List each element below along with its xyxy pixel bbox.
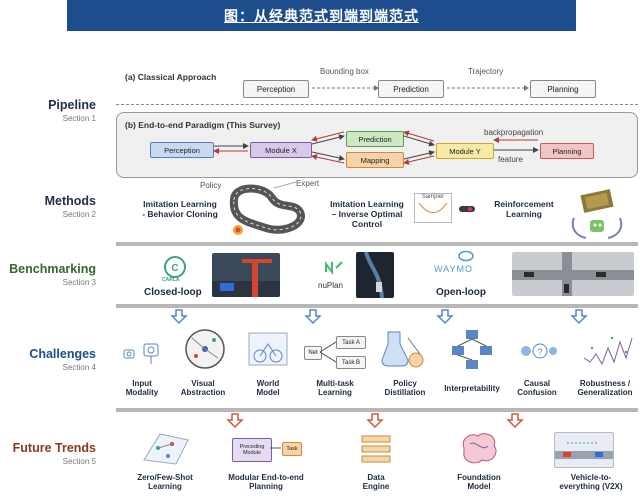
preceding-module-box: Preceding Module <box>232 438 272 462</box>
v2x-scene-thumbnail <box>554 432 614 468</box>
task-a-box: Task A <box>336 336 366 349</box>
divider-challenges-future <box>116 408 638 412</box>
e2e-perception-box: Perception <box>150 142 214 158</box>
causal-confusion-icon: ? <box>518 340 558 362</box>
world-model-icon <box>248 332 288 366</box>
e2e-planning-box: Planning <box>540 143 594 159</box>
future-data-engine: Data Engine <box>362 473 390 492</box>
red-down-arrows <box>226 413 524 429</box>
waymo-scene-thumbnail <box>512 252 634 296</box>
sampler-label: Sampler <box>421 194 445 200</box>
banner-title: 图：从经典范式到端到端范式 <box>67 0 576 31</box>
modular-planning-diagram: Preceding Module Task <box>232 436 302 462</box>
open-loop-label: Open-loop <box>436 287 486 298</box>
section-methods-sub: Section 2 <box>62 210 96 219</box>
svg-text:C: C <box>171 263 178 274</box>
section-future-title: Future Trends <box>12 441 96 455</box>
policy-label: Policy <box>200 181 222 190</box>
pipeline-dashed-separator <box>116 104 638 105</box>
carla-scene-thumbnail <box>212 253 280 297</box>
multi-task-diagram: Net Task A Task B <box>304 336 366 370</box>
carla-logo-text: CARLA <box>162 277 180 283</box>
input-modality-icon <box>122 340 166 368</box>
section-benchmarking-sub: Section 3 <box>62 278 96 287</box>
policy-distillation-icon <box>380 330 426 370</box>
future-zero-few-shot: Zero/Few-Shot Learning <box>137 473 193 492</box>
classical-planning-box: Planning <box>530 80 596 98</box>
carla-logo-icon: C <box>164 256 186 278</box>
divider-bench-challenges <box>116 304 638 308</box>
challenge-input-modality: Input Modality <box>125 379 159 398</box>
robustness-icon <box>582 328 634 370</box>
method-reinforcement: Reinforcement Learning <box>494 199 554 219</box>
closed-loop-label: Closed-loop <box>144 287 202 298</box>
nuplan-label: nuPlan <box>318 281 343 290</box>
section-challenges-sub: Section 4 <box>62 363 96 372</box>
challenge-visual-abstraction: Visual Abstraction <box>180 379 226 398</box>
nuplan-logo-icon <box>322 258 346 276</box>
e2e-prediction-box: Prediction <box>346 131 404 147</box>
foundation-model-icon <box>456 430 502 466</box>
section-benchmarking-title: Benchmarking <box>9 262 96 276</box>
future-v2x: Vehicle-to- everything (V2X) <box>559 473 623 492</box>
challenge-robustness: Robustness / Generalization <box>577 379 633 398</box>
section-future-sub: Section 5 <box>62 457 96 466</box>
zero-few-shot-icon <box>140 430 192 466</box>
sampler-plot: Sampler <box>414 193 452 223</box>
section-pipeline-title: Pipeline <box>48 98 96 112</box>
e2e-arrows <box>213 130 539 165</box>
challenge-interpretability: Interpretability <box>444 384 500 393</box>
classical-perception-box: Perception <box>243 80 309 98</box>
data-engine-icon <box>356 432 396 466</box>
bounding-box-label: Bounding box <box>320 67 369 76</box>
challenge-multi-task-learning: Multi-task Learning <box>316 379 354 398</box>
task-box: Task <box>282 442 302 456</box>
racetrack-illustration <box>229 181 305 235</box>
svg-text:?: ? <box>537 347 542 357</box>
waymo-logo-text: WAYMO <box>434 264 473 274</box>
future-foundation-model: Foundation Model <box>457 473 501 492</box>
method-imitation-ioc: Imitation Learning – Inverse Optimal Con… <box>330 199 404 229</box>
challenge-policy-distillation: Policy Distillation <box>384 379 426 398</box>
feature-label: feature <box>498 155 523 164</box>
future-modular-planning: Modular End-to-end Planning <box>228 473 304 492</box>
rl-robot-illustration <box>571 189 623 239</box>
e2e-paradigm-label: (b) End-to-end Paradigm (This Survey) <box>125 120 281 130</box>
classical-dashed-arrows <box>312 85 529 91</box>
e2e-module-y-box: Module Y <box>436 143 494 159</box>
waymo-logo-icon <box>458 250 474 262</box>
blue-down-arrows <box>170 309 588 325</box>
challenge-world-model: World Model <box>256 379 280 398</box>
section-methods-title: Methods <box>44 194 96 208</box>
section-challenges-title: Challenges <box>29 347 96 361</box>
multi-task-arrows <box>320 341 336 363</box>
classical-approach-label: (a) Classical Approach <box>125 72 217 82</box>
classical-prediction-box: Prediction <box>378 80 444 98</box>
divider-methods-bench <box>116 242 638 246</box>
challenge-causal-confusion: Causal Confusion <box>517 379 557 398</box>
modular-arrow <box>270 447 281 449</box>
task-b-box: Task B <box>336 356 366 369</box>
backpropagation-label: backpropagation <box>484 128 544 137</box>
visual-abstraction-icon <box>184 328 226 370</box>
trajectory-label: Trajectory <box>468 67 504 76</box>
nuplan-scene-thumbnail <box>356 252 394 298</box>
sampler-curve <box>418 202 448 213</box>
car-icon <box>458 204 476 214</box>
interpretability-icon <box>450 328 494 370</box>
method-imitation-bc: Imitation Learning - Behavior Cloning <box>142 199 218 219</box>
section-pipeline-sub: Section 1 <box>62 114 96 123</box>
e2e-module-x-box: Module X <box>250 142 312 158</box>
expert-label: Expert <box>296 179 320 188</box>
